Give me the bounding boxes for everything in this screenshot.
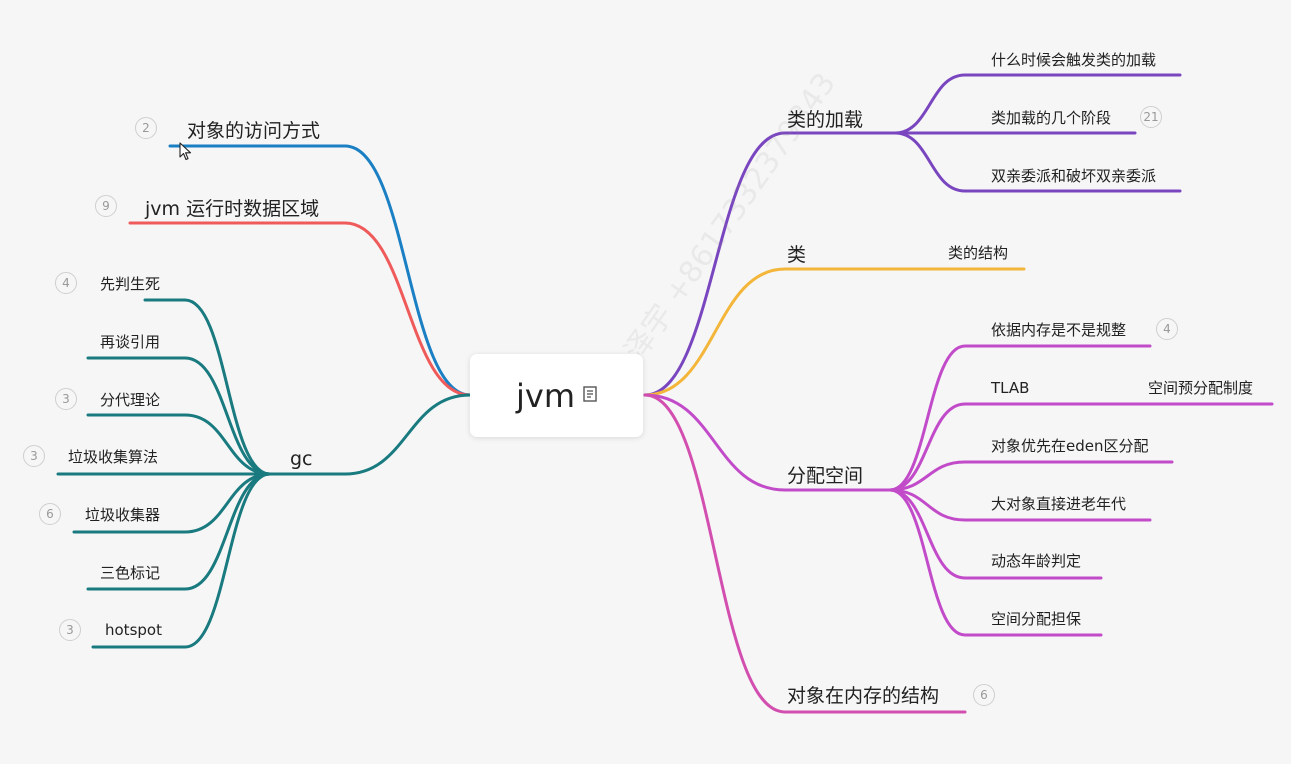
connector-jvm-runtime bbox=[128, 221, 472, 397]
badge-gc-6[interactable]: 3 bbox=[59, 619, 81, 641]
connector-gc-child-1 bbox=[86, 356, 272, 476]
node-gc-hotspot[interactable]: hotspot bbox=[105, 621, 162, 639]
root-label: jvm bbox=[516, 376, 575, 415]
node-alloc-tlab[interactable]: TLAB bbox=[991, 379, 1030, 397]
node-parent-delegation[interactable]: 双亲委派和破坏双亲委派 bbox=[991, 167, 1157, 185]
node-alloc-guarantee[interactable]: 空间分配担保 bbox=[991, 610, 1082, 628]
node-alloc-large-object[interactable]: 大对象直接进老年代 bbox=[991, 495, 1127, 513]
node-gc-generations[interactable]: 分代理论 bbox=[100, 391, 161, 409]
connector-gc-child-2 bbox=[86, 413, 272, 476]
badge-gc-0[interactable]: 4 bbox=[55, 272, 77, 294]
node-loading-phases[interactable]: 类加载的几个阶段 bbox=[991, 109, 1112, 127]
node-gc[interactable]: gc bbox=[290, 448, 313, 470]
connector-gc-child-0 bbox=[143, 298, 272, 476]
badge-loading-phases[interactable]: 21 bbox=[1140, 106, 1162, 128]
connector-class bbox=[643, 267, 1026, 397]
root-node[interactable]: jvm bbox=[470, 354, 643, 437]
connector-gc-child-4 bbox=[72, 472, 272, 534]
node-alloc-eden-first[interactable]: 对象优先在eden区分配 bbox=[991, 437, 1149, 455]
badge-alloc-memory-regular[interactable]: 4 bbox=[1156, 318, 1178, 340]
badge-gc-4[interactable]: 6 bbox=[39, 503, 61, 525]
note-icon[interactable] bbox=[583, 385, 597, 402]
connector-alloc-child-5 bbox=[888, 488, 1103, 637]
node-alloc-memory-regular[interactable]: 依据内存是不是规整 bbox=[991, 321, 1127, 339]
connector-allocation bbox=[643, 393, 892, 492]
connector-alloc-child-4 bbox=[888, 488, 1103, 580]
node-class[interactable]: 类 bbox=[787, 244, 807, 266]
connector-object-layout bbox=[643, 393, 967, 714]
node-gc-references[interactable]: 再谈引用 bbox=[100, 333, 161, 351]
badge-object-memory-layout[interactable]: 6 bbox=[973, 684, 995, 706]
node-object-access[interactable]: 对象的访问方式 bbox=[187, 120, 321, 142]
connector-object-access bbox=[168, 144, 472, 397]
badge-gc-3[interactable]: 3 bbox=[23, 445, 45, 467]
node-gc-life-or-death[interactable]: 先判生死 bbox=[100, 275, 161, 293]
node-gc-tricolor[interactable]: 三色标记 bbox=[100, 564, 161, 582]
node-class-loading[interactable]: 类的加载 bbox=[787, 109, 864, 131]
connector-alloc-child-2 bbox=[888, 460, 1174, 492]
connector-gc-child-6 bbox=[91, 472, 272, 649]
connector-loading-child-2 bbox=[893, 131, 1182, 193]
node-allocation[interactable]: 分配空间 bbox=[787, 465, 864, 487]
node-class-structure[interactable]: 类的结构 bbox=[948, 244, 1009, 262]
mouse-cursor-icon bbox=[179, 142, 192, 161]
node-alloc-dynamic-age[interactable]: 动态年龄判定 bbox=[991, 552, 1082, 570]
connector-alloc-child-1 bbox=[888, 402, 1274, 492]
connector-gc bbox=[268, 393, 472, 476]
connector-alloc-child-3 bbox=[888, 488, 1152, 522]
node-loading-trigger[interactable]: 什么时候会触发类的加载 bbox=[991, 51, 1157, 69]
node-gc-collectors[interactable]: 垃圾收集器 bbox=[85, 506, 161, 524]
node-tlab-preallocation[interactable]: 空间预分配制度 bbox=[1148, 379, 1254, 397]
node-jvm-runtime-areas[interactable]: jvm 运行时数据区域 bbox=[145, 198, 320, 220]
badge-gc-2[interactable]: 3 bbox=[55, 388, 77, 410]
badge-runtime[interactable]: 9 bbox=[95, 195, 117, 217]
connector-class-loading bbox=[643, 131, 897, 397]
node-gc-algorithms[interactable]: 垃圾收集算法 bbox=[68, 448, 159, 466]
connector-gc-child-5 bbox=[86, 472, 272, 591]
node-object-memory-layout[interactable]: 对象在内存的结构 bbox=[787, 685, 940, 707]
badge-access[interactable]: 2 bbox=[135, 117, 157, 139]
connector-alloc-child-0 bbox=[888, 344, 1152, 492]
connector-loading-child-0 bbox=[893, 73, 1182, 135]
